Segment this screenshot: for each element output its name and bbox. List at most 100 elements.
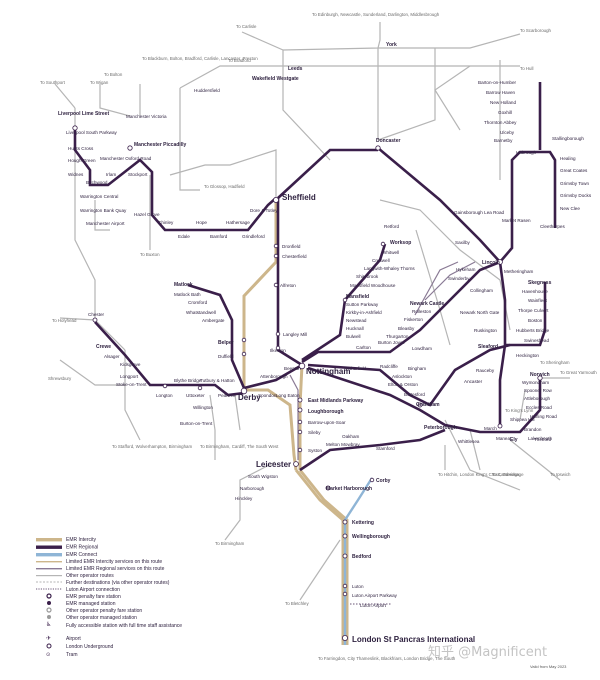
dest-bradford: To Bradford (228, 58, 251, 63)
station-stamford: Stamford (376, 446, 395, 451)
station-habrough: Habrough (516, 150, 537, 155)
regional-nottingham-lincoln (301, 260, 501, 364)
other-route (469, 429, 481, 471)
other-route (59, 359, 125, 386)
other-route (299, 539, 341, 601)
station-peterborough: Peterborough (424, 425, 457, 431)
station-dot (162, 383, 168, 389)
valid-from: Valid from May 2023 (530, 664, 567, 669)
station-birchwood: Birchwood (86, 180, 108, 185)
dest-glossop: To Glossop, Hadfield (204, 184, 245, 189)
station-cromford: Cromford (188, 300, 208, 305)
emr-connect-route (343, 477, 374, 645)
station-wakefield: Wakefield Westgate (252, 76, 299, 82)
station-thorpe-culvert: Thorpe Culvert (518, 308, 549, 313)
legend-swatch-limited-regional (36, 568, 62, 570)
station-dot (293, 461, 299, 467)
station-gainsborough: Gainsborough Lea Road (454, 210, 505, 215)
station-edale: Edale (178, 234, 190, 239)
legend-label: Tram (66, 652, 77, 658)
station-brandon: Brandon (524, 427, 542, 432)
station-dot (417, 402, 423, 408)
station-thetford: Thetford (534, 437, 552, 442)
dest-bolton: To Bolton (104, 72, 123, 77)
destination-labels: To Carlisle To Edinburgh, Newcastle, Sun… (40, 12, 597, 661)
station-bingham: Bingham (408, 366, 426, 371)
station-kettering: Kettering (352, 520, 374, 526)
station-thornton-abbey: Thornton Abbey (484, 120, 517, 125)
station-dot (341, 635, 348, 642)
station-langwith: Langwith-Whaley Thorns (364, 266, 415, 271)
station-elton: Elton & Orston (388, 382, 418, 387)
station-matlock-bath: Matlock Bath (174, 292, 201, 297)
station-sutton: Sutton Parkway (346, 302, 379, 307)
station-alsager: Alsager (104, 354, 120, 359)
dest-hull: To Hull (520, 66, 533, 71)
station-doncaster: Doncaster (376, 138, 401, 144)
station-dot (380, 241, 386, 247)
legend-swatch-limited-intercity (36, 561, 62, 563)
legend-label: EMR Intercity (66, 537, 97, 543)
station-corby: Corby (376, 478, 391, 484)
station-newstead: Newstead (346, 318, 367, 323)
station-stockport: Stockport (128, 172, 148, 177)
legend-swatch-other (36, 575, 62, 577)
station-worksop: Worksop (390, 240, 411, 246)
station-attenborough: Attenborough (260, 374, 288, 379)
intercity-line-leicester-london-2 (298, 469, 349, 645)
station-thurgarton: Thurgarton (386, 334, 409, 339)
legend-label: Fully accessible station with full time … (66, 623, 182, 629)
station-dot (297, 407, 303, 413)
station-dot (127, 145, 133, 151)
station-harling: Harling Road (530, 414, 557, 419)
accessible-icon: ♿ (46, 621, 51, 628)
other-route (378, 33, 521, 49)
other-route (444, 419, 521, 491)
station-bamford: Bamford (210, 234, 228, 239)
station-mansfield: Mansfield (346, 294, 369, 300)
dest-holyhead: To Holyhead (52, 318, 77, 323)
station-widnes: Widnes (68, 172, 84, 177)
station-langley-mill: Langley Mill (283, 332, 307, 337)
station-barrow-soar: Barrow-upon-Soar (308, 420, 346, 425)
legend-label: EMR penalty fare station (66, 594, 121, 600)
station-chinley: Chinley (158, 220, 174, 225)
station-dot (197, 385, 203, 391)
station-dot (325, 485, 331, 491)
regional-doncaster-lincoln (377, 147, 501, 263)
station-hinckley: Hinckley (235, 496, 253, 501)
station-new-holland: New Holland (490, 100, 516, 105)
station-dot (342, 533, 348, 539)
station-ely: Ely (510, 437, 518, 443)
station-matlock: Matlock (174, 282, 193, 288)
station-dot (241, 337, 247, 343)
station-bottesford: Bottesford (404, 392, 425, 397)
station-lincoln: Lincoln (482, 260, 500, 266)
legend-swatch-managed (47, 601, 51, 605)
other-route (282, 22, 381, 51)
station-luton-airport: Luton Airport (360, 603, 387, 608)
station-hough-green: Hough Green (68, 158, 96, 163)
station-dot (275, 331, 281, 337)
station-ilkeston: Ilkeston (270, 348, 286, 353)
station-longport: Longport (120, 374, 139, 379)
regional-lincoln-cleethorpes (499, 150, 557, 263)
station-grindleford: Grindleford (242, 234, 265, 239)
station-dot (342, 583, 348, 589)
legend-swatch-intercity (36, 538, 62, 542)
other-route (74, 140, 96, 320)
station-dot (497, 259, 503, 265)
legend-swatch-other-penalty (46, 607, 52, 613)
dest-southport: To Southport (40, 80, 66, 85)
other-route (519, 389, 526, 421)
station-bedford: Bedford (352, 554, 371, 560)
station-retford: Retford (384, 224, 400, 229)
dest-birmingham-leicester: To Birmingham (215, 541, 245, 546)
legend-swatch-other-managed (47, 615, 51, 619)
station-newark-northgate: Newark North Gate (460, 310, 500, 315)
station-dot (273, 253, 279, 259)
station-dot (497, 423, 503, 429)
station-dot (273, 282, 279, 288)
legend-label: Luton Airport connection (66, 587, 120, 593)
station-fiskerton: Fiskerton (404, 317, 423, 322)
